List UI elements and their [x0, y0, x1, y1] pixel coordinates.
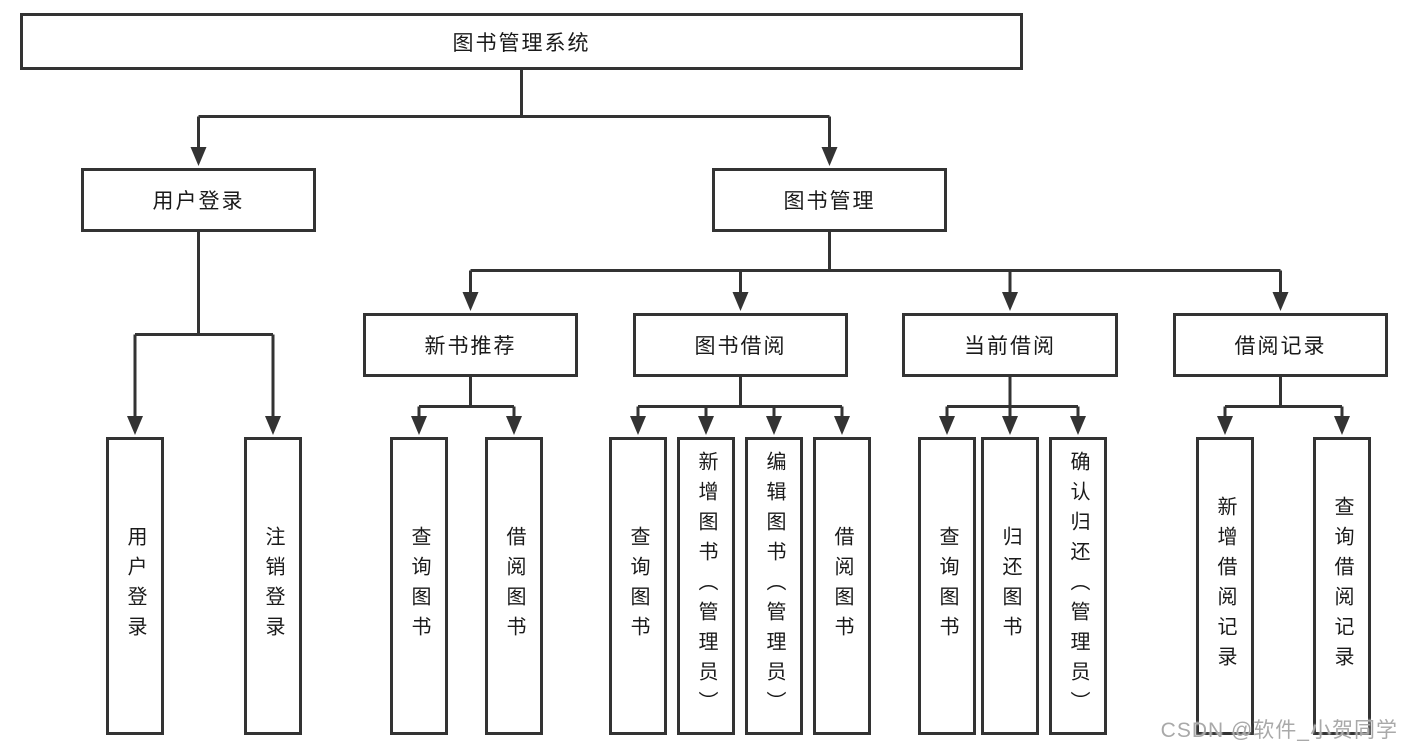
leaf-add-book-admin: 新增图书（管理员） — [677, 437, 735, 735]
leaf-label: 查询借阅记录 — [1331, 496, 1353, 676]
leaf-logout: 注销登录 — [244, 437, 302, 735]
leaf-label: 注销登录 — [262, 526, 284, 646]
leaf-label: 查询图书 — [936, 526, 958, 646]
leaf-label: 新增借阅记录 — [1214, 496, 1236, 676]
node-book-management: 图书管理 — [712, 168, 947, 232]
leaf-label: 借阅图书 — [503, 526, 525, 646]
node-borrow-records: 借阅记录 — [1173, 313, 1388, 377]
node-label: 当前借阅 — [964, 335, 1056, 358]
leaf-label: 借阅图书 — [831, 526, 853, 646]
leaf-label: 编辑图书（管理员） — [763, 451, 785, 721]
leaf-label: 用户登录 — [124, 526, 146, 646]
leaf-borrow-book-recommend: 借阅图书 — [485, 437, 543, 735]
node-label: 借阅记录 — [1234, 335, 1327, 358]
leaf-label: 归还图书 — [999, 526, 1021, 646]
leaf-user-login: 用户登录 — [106, 437, 164, 735]
node-user-login: 用户登录 — [81, 168, 316, 232]
node-label: 用户登录 — [152, 190, 245, 213]
leaf-edit-book-admin: 编辑图书（管理员） — [745, 437, 803, 735]
leaf-query-book-current: 查询图书 — [918, 437, 976, 735]
leaf-label: 新增图书（管理员） — [695, 451, 717, 721]
leaf-query-book-borrow: 查询图书 — [609, 437, 667, 735]
leaf-label: 查询图书 — [408, 526, 430, 646]
node-label: 图书管理 — [783, 190, 876, 213]
node-label: 新书推荐 — [424, 335, 517, 358]
leaf-confirm-return-admin: 确认归还（管理员） — [1049, 437, 1107, 735]
csdn-watermark: CSDN @软件_小贺同学 — [1160, 719, 1398, 742]
node-new-book-recommend: 新书推荐 — [363, 313, 578, 377]
node-current-borrow: 当前借阅 — [902, 313, 1118, 377]
leaf-query-book-recommend: 查询图书 — [390, 437, 448, 735]
leaf-return-book: 归还图书 — [981, 437, 1039, 735]
node-label: 图书管理系统 — [452, 31, 591, 55]
leaf-query-borrow-record: 查询借阅记录 — [1313, 437, 1371, 735]
node-label: 图书借阅 — [694, 335, 787, 358]
node-book-borrow: 图书借阅 — [633, 313, 848, 377]
leaf-label: 确认归还（管理员） — [1067, 451, 1089, 721]
leaf-label: 查询图书 — [627, 526, 649, 646]
node-library-management-system: 图书管理系统 — [20, 13, 1023, 70]
leaf-borrow-book: 借阅图书 — [813, 437, 871, 735]
leaf-add-borrow-record: 新增借阅记录 — [1196, 437, 1254, 735]
